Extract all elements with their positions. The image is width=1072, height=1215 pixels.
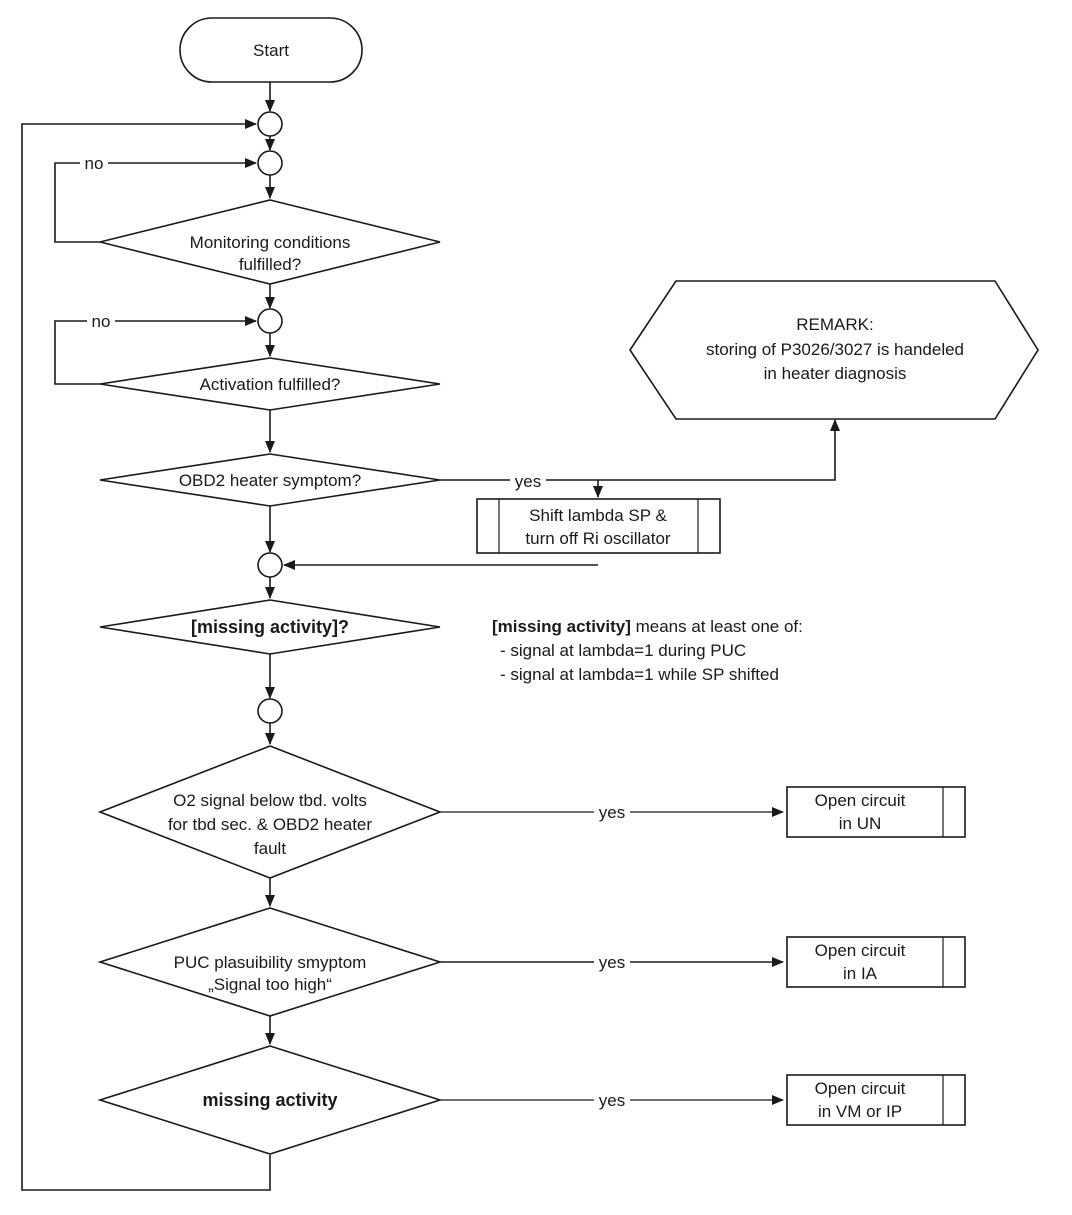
shift-lambda-text-2: turn off Ri oscillator bbox=[525, 529, 671, 548]
junction-1 bbox=[257, 111, 283, 137]
yes-label-obd2: yes bbox=[515, 472, 541, 491]
puc-text-2: „Signal too high“ bbox=[208, 975, 332, 994]
o2-signal-text-3: fault bbox=[254, 839, 286, 858]
puc-text-1: PUC plasuibility smyptom bbox=[174, 953, 367, 972]
open-vm-ip-text-1: Open circuit bbox=[815, 1079, 906, 1098]
monitoring-text-1: Monitoring conditions bbox=[190, 233, 351, 252]
remark-line-1: storing of P3026/3027 is handeled bbox=[706, 340, 964, 359]
missing-activity-q-text: [missing activity]? bbox=[191, 617, 349, 637]
yes-label-o2: yes bbox=[599, 803, 625, 822]
remark-title: REMARK: bbox=[796, 315, 873, 334]
junction-4 bbox=[257, 552, 283, 578]
junction-2 bbox=[257, 150, 283, 176]
no-label-monitoring: no bbox=[85, 154, 104, 173]
activation-text: Activation fulfilled? bbox=[200, 375, 341, 394]
decision-puc-plausibility: PUC plasuibility smyptom „Signal too hig… bbox=[97, 907, 443, 1017]
open-un-text-1: Open circuit bbox=[815, 791, 906, 810]
missing-activity-note: [missing activity] means at least one of… bbox=[492, 617, 803, 684]
shift-lambda-text-1: Shift lambda SP & bbox=[529, 506, 667, 525]
remark-box: REMARK: storing of P3026/3027 is handele… bbox=[629, 280, 1039, 420]
o2-signal-text-2: for tbd sec. & OBD2 heater bbox=[168, 815, 372, 834]
start-terminator: Start bbox=[179, 17, 363, 83]
decision-activation: Activation fulfilled? bbox=[99, 357, 441, 411]
loop-back-line bbox=[21, 119, 271, 1191]
missing-activity-text: missing activity bbox=[202, 1090, 337, 1110]
process-shift-lambda: Shift lambda SP & turn off Ri oscillator bbox=[476, 498, 721, 554]
note-item-1: - signal at lambda=1 during PUC bbox=[500, 641, 746, 660]
process-open-ia: Open circuit in IA bbox=[786, 936, 966, 988]
decision-monitoring-conditions: Monitoring conditions fulfilled? bbox=[99, 199, 441, 285]
no-label-activation: no bbox=[92, 312, 111, 331]
junction-5 bbox=[257, 698, 283, 724]
o2-signal-text-1: O2 signal below tbd. volts bbox=[173, 791, 367, 810]
monitoring-text-2: fulfilled? bbox=[239, 255, 301, 274]
arrow-obd2-to-remark bbox=[440, 419, 840, 481]
note-rest: means at least one of: bbox=[631, 617, 803, 636]
open-ia-text-1: Open circuit bbox=[815, 941, 906, 960]
open-vm-ip-text-2: in VM or IP bbox=[818, 1102, 902, 1121]
note-heading: [missing activity] means at least one of… bbox=[492, 617, 803, 636]
note-item-2: - signal at lambda=1 while SP shifted bbox=[500, 665, 779, 684]
note-term: [missing activity] bbox=[492, 617, 631, 636]
decision-missing-activity: missing activity bbox=[97, 1045, 443, 1155]
open-un-text-2: in UN bbox=[839, 814, 882, 833]
decision-obd2-heater: OBD2 heater symptom? bbox=[99, 453, 441, 507]
start-label: Start bbox=[253, 41, 289, 60]
no-loop-activation bbox=[54, 316, 257, 385]
yes-label-puc: yes bbox=[599, 953, 625, 972]
remark-line-2: in heater diagnosis bbox=[764, 364, 907, 383]
process-open-vm-ip: Open circuit in VM or IP bbox=[786, 1074, 966, 1126]
decision-o2-signal: O2 signal below tbd. volts for tbd sec. … bbox=[97, 745, 443, 879]
process-open-un: Open circuit in UN bbox=[786, 786, 966, 838]
yes-label-missing: yes bbox=[599, 1091, 625, 1110]
obd2-heater-text: OBD2 heater symptom? bbox=[179, 471, 361, 490]
open-ia-text-2: in IA bbox=[843, 964, 878, 983]
junction-3 bbox=[257, 308, 283, 334]
no-loop-monitoring bbox=[54, 158, 257, 243]
decision-missing-activity-q: [missing activity]? bbox=[99, 599, 441, 655]
